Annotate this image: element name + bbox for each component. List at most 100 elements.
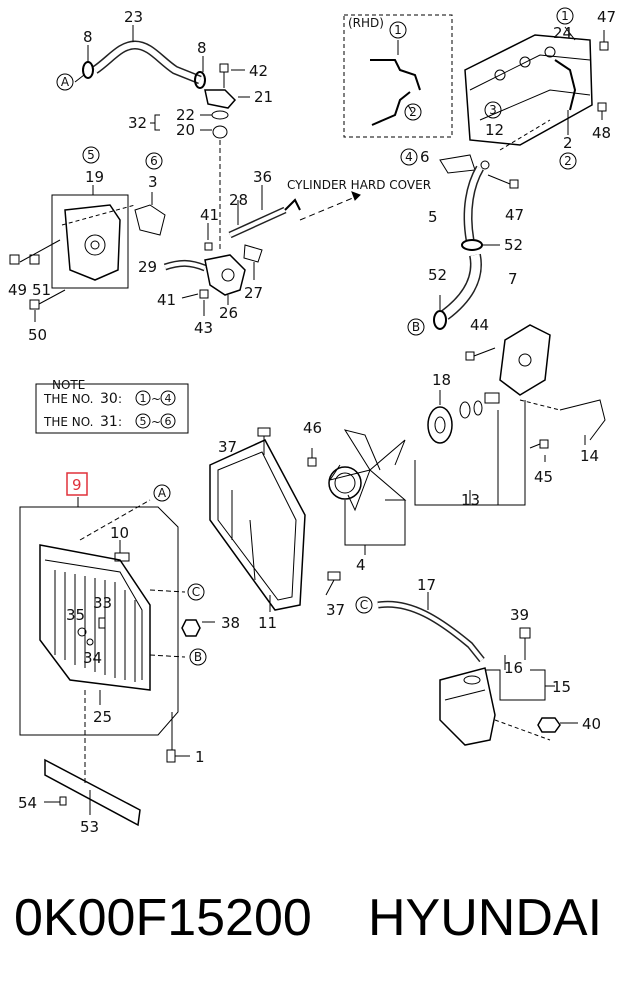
bolt-41-top	[204, 242, 213, 251]
gasket-6	[439, 154, 476, 174]
label-21: 21	[254, 88, 273, 106]
num-1-rhd: 1	[394, 23, 402, 37]
fan-4	[328, 429, 407, 512]
label-12: 12	[485, 121, 504, 139]
num-3-head: 3	[489, 103, 497, 117]
bolt-44	[465, 347, 496, 361]
label-29: 29	[138, 258, 157, 276]
footer: 0K00F15200 HYUNDAI	[0, 888, 624, 988]
note-box	[35, 383, 189, 434]
pulley-18	[427, 406, 453, 444]
nut-40	[537, 717, 561, 733]
note-title: NOTE	[52, 378, 85, 392]
note-line2-tilde: ~	[151, 415, 161, 429]
engine-head	[464, 34, 593, 146]
bolt-47-mid	[487, 174, 519, 189]
note-line1-prefix: THE NO.	[43, 392, 94, 406]
label-49: 49	[8, 281, 27, 299]
letter-a-radiator: A	[158, 486, 167, 500]
bracket-24	[554, 59, 577, 111]
label-33: 33	[93, 594, 112, 612]
circle-2-rhd	[404, 103, 422, 121]
note-line1-num: 30	[100, 391, 118, 407]
pipe-28	[228, 198, 301, 239]
label-37b: 37	[326, 601, 345, 619]
label-19: 19	[85, 168, 104, 186]
label-2a: 2	[563, 134, 573, 152]
label-16: 16	[504, 659, 523, 677]
clip-54	[44, 796, 67, 806]
label-34: 34	[83, 649, 102, 667]
label-54: 54	[18, 794, 37, 812]
bolt-37-bot	[325, 571, 341, 596]
cylinder-cover-label: CYLINDER HARD COVER	[287, 178, 431, 192]
label-1: 1	[195, 748, 205, 766]
label-43: 43	[194, 319, 213, 337]
circle-a-radiator	[153, 484, 171, 502]
thermostat-housing-21	[204, 89, 237, 109]
gasket-27	[243, 244, 263, 263]
num-4-gasket: 4	[405, 150, 413, 164]
letter-b-right: B	[412, 320, 420, 334]
rhd-label: (RHD)	[348, 16, 384, 30]
circle-2-head	[559, 152, 577, 170]
radiator-25	[39, 544, 151, 691]
circle-4-note	[160, 390, 176, 406]
note-line2-from: 5	[140, 415, 147, 428]
reservoir-15	[439, 667, 496, 746]
label-22: 22	[176, 106, 195, 124]
clamp-52-bot	[433, 310, 447, 330]
label-35: 35	[66, 606, 85, 624]
label-9: 9	[72, 476, 82, 494]
plug-33	[98, 617, 106, 629]
label-44: 44	[470, 316, 489, 334]
letter-b-radiator: B	[194, 650, 202, 664]
drain-1	[166, 749, 190, 763]
clamp-8-left	[82, 61, 94, 79]
seal-53	[44, 758, 141, 827]
clamp-8-right	[194, 71, 206, 89]
label-40: 40	[582, 715, 601, 733]
label-52a: 52	[504, 236, 523, 254]
gasket-22	[211, 110, 229, 120]
label-50: 50	[28, 326, 47, 344]
note-line1-colon: :	[118, 392, 122, 406]
bolt-50	[29, 289, 66, 310]
letter-c-hose: C	[360, 598, 368, 612]
label-45: 45	[534, 468, 553, 486]
label-53: 53	[80, 818, 99, 836]
label-20: 20	[176, 121, 195, 139]
pipe-5	[463, 165, 484, 241]
label-8b: 8	[197, 39, 207, 57]
circle-6-pump	[145, 152, 163, 170]
highlight-box-9	[66, 472, 88, 496]
bolt-43	[199, 289, 209, 299]
fan-bracket-44	[499, 324, 551, 396]
bolt-42	[219, 63, 229, 88]
bolt-49	[9, 254, 20, 265]
outlet-housing-26	[204, 254, 246, 296]
label-39: 39	[510, 606, 529, 624]
hose-7	[441, 253, 482, 320]
label-10: 10	[110, 524, 129, 542]
bracket-14	[559, 399, 606, 441]
circle-1-note	[135, 390, 151, 406]
clamp-52-top	[461, 239, 483, 251]
label-52b: 52	[428, 266, 447, 284]
label-26: 26	[219, 304, 238, 322]
label-17: 17	[417, 576, 436, 594]
bolt-48	[597, 102, 607, 120]
radiator-box	[19, 506, 179, 736]
circle-6-note	[160, 413, 176, 429]
label-4: 4	[356, 556, 366, 574]
label-48: 48	[592, 124, 611, 142]
num-6-pump: 6	[150, 154, 158, 168]
num-5-pump: 5	[87, 148, 95, 162]
circle-a-top	[56, 73, 74, 91]
num-2-rhd: 2	[409, 105, 417, 119]
note-line1-from: 1	[140, 392, 147, 405]
circle-c-hose	[355, 596, 373, 614]
label-24: 24	[553, 24, 572, 42]
thermostat-20	[212, 125, 228, 139]
